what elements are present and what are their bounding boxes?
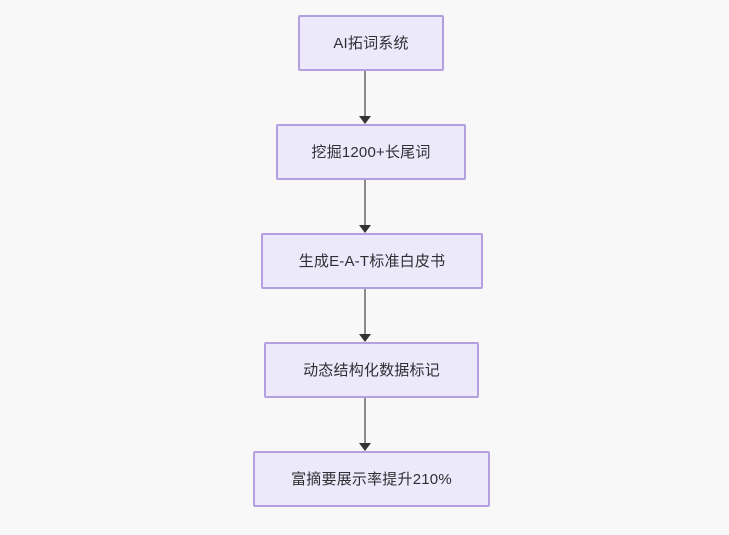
arrowhead-icon [359, 225, 371, 233]
flowchart-node-ai-keyword-system[interactable]: AI拓词系统 [298, 15, 444, 71]
connector-line [364, 180, 366, 226]
connector-line [364, 398, 366, 444]
flowchart-connector-n3-n4 [358, 289, 372, 342]
flowchart-connector-n1-n2 [358, 71, 372, 124]
flowchart-node-mine-longtail-keywords[interactable]: 挖掘1200+长尾词 [276, 124, 466, 180]
node-label: 挖掘1200+长尾词 [311, 143, 431, 161]
flowchart-node-generate-eat-whitepaper[interactable]: 生成E-A-T标准白皮书 [261, 233, 483, 289]
node-label: AI拓词系统 [333, 34, 409, 52]
connector-line [364, 289, 366, 335]
flowchart-connector-n2-n3 [358, 180, 372, 233]
flowchart-node-dynamic-structured-data-markup[interactable]: 动态结构化数据标记 [264, 342, 479, 398]
node-label: 动态结构化数据标记 [303, 361, 440, 379]
connector-line [364, 71, 366, 117]
flowchart-node-rich-snippet-impression-lift[interactable]: 富摘要展示率提升210% [253, 451, 490, 507]
arrowhead-icon [359, 443, 371, 451]
node-label: 富摘要展示率提升210% [291, 470, 452, 488]
arrowhead-icon [359, 334, 371, 342]
flowchart-connector-n4-n5 [358, 398, 372, 451]
arrowhead-icon [359, 116, 371, 124]
node-label: 生成E-A-T标准白皮书 [298, 252, 446, 270]
